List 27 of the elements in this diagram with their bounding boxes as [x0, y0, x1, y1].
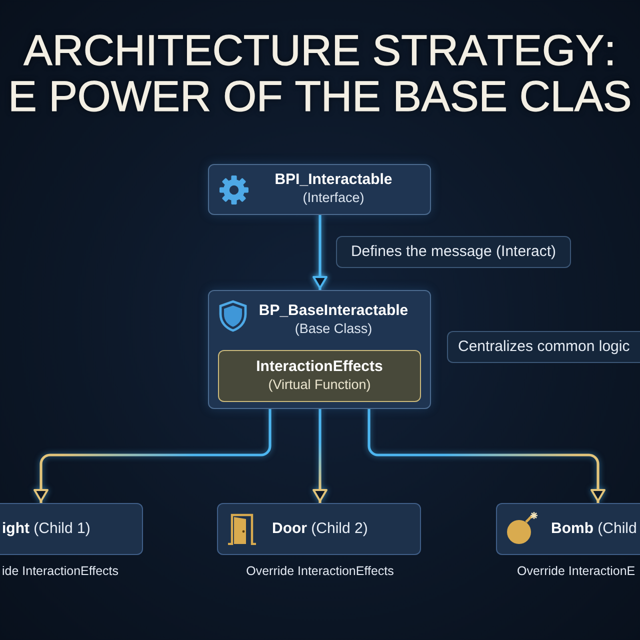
class-card	[208, 164, 431, 215]
function-card	[218, 350, 421, 402]
node-caption: ide InteractionEffects	[2, 563, 119, 579]
class-card	[208, 290, 431, 409]
class-kind: (Base Class)	[294, 320, 372, 338]
class-card	[217, 503, 421, 555]
function-name: InteractionEffects	[256, 358, 383, 376]
class-label: Bomb (Child	[551, 520, 637, 538]
note-text: Centralizes common logic	[458, 338, 630, 356]
class-label: ight (Child 1)	[2, 520, 90, 538]
arrow	[34, 408, 272, 504]
arrow	[368, 408, 606, 504]
arrow	[312, 214, 328, 292]
node-caption: Override InteractionE	[517, 563, 636, 579]
node-caption: Override InteractionEffects	[246, 563, 394, 579]
class-kind: (Interface)	[302, 189, 364, 207]
arrow	[312, 408, 328, 504]
function-kind: (Virtual Function)	[268, 376, 371, 394]
class-card	[496, 503, 640, 555]
note-card	[447, 331, 640, 363]
class-label: Door (Child 2)	[272, 520, 368, 538]
note-text: Defines the message (Interact)	[350, 242, 556, 260]
class-name: BP_BaseInteractable	[258, 302, 408, 320]
class-card	[0, 503, 143, 555]
class-name: BPI_Interactable	[274, 171, 392, 189]
diagram-title: ARCHITECTURE STRATEGY: E POWER OF THE BASE CLAS	[7, 28, 633, 120]
note-card	[336, 236, 571, 268]
